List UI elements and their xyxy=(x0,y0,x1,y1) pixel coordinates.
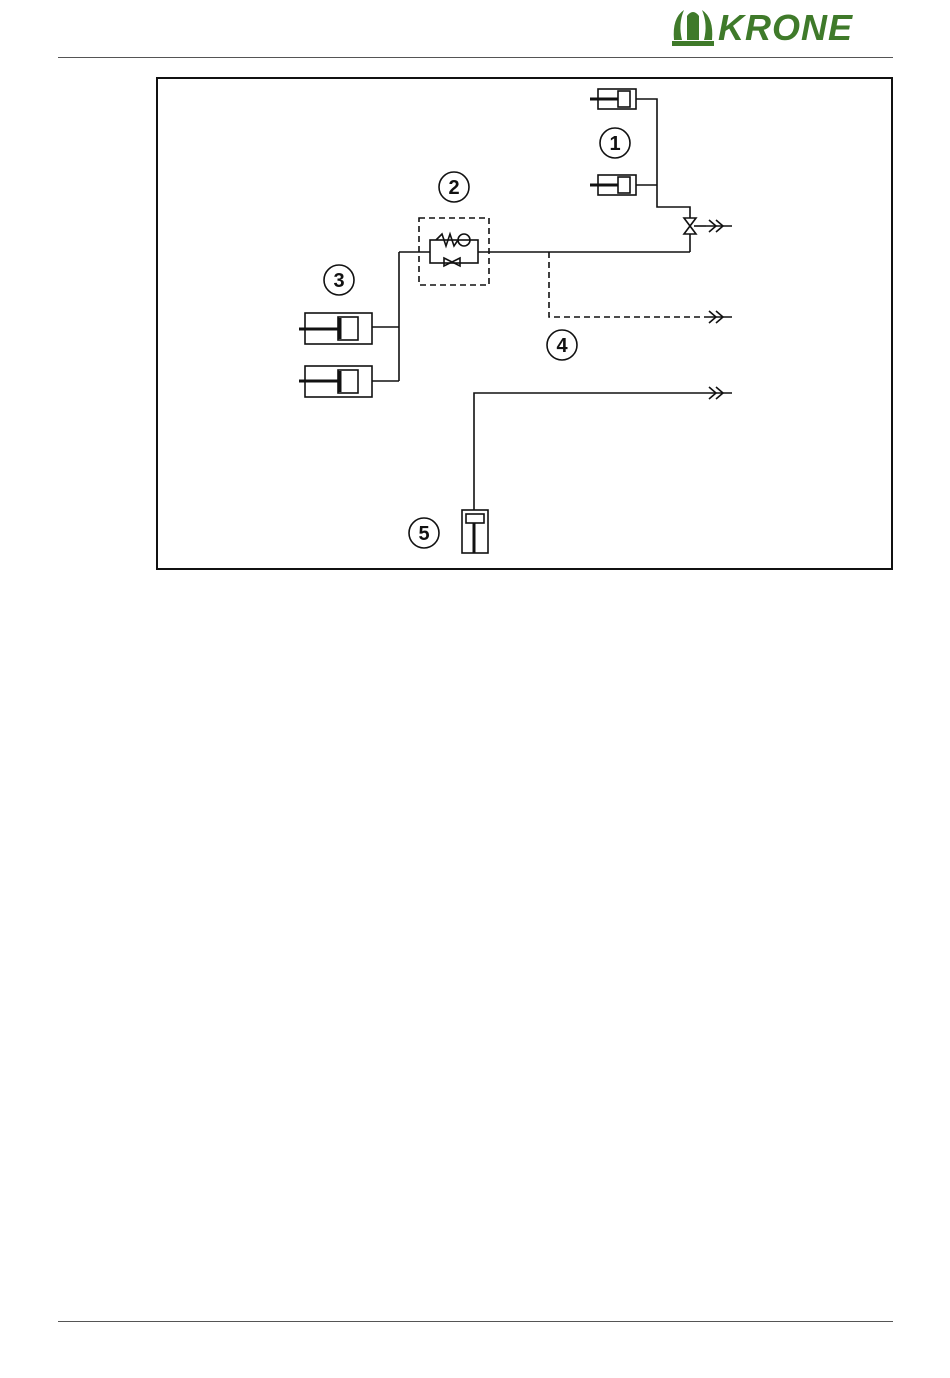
footer-rule xyxy=(58,1321,893,1322)
cylinder-group-3 xyxy=(299,313,399,397)
callout-2-label: 2 xyxy=(448,177,459,199)
shutoff-valve xyxy=(684,218,732,252)
diagram-frame xyxy=(157,78,892,569)
callout-5-label: 5 xyxy=(418,523,429,545)
callout-3-label: 3 xyxy=(333,270,344,292)
cylinder-5 xyxy=(462,387,732,553)
return-line-4 xyxy=(549,252,732,323)
callout-4-label: 4 xyxy=(556,335,568,357)
callout-1-label: 1 xyxy=(609,133,620,155)
